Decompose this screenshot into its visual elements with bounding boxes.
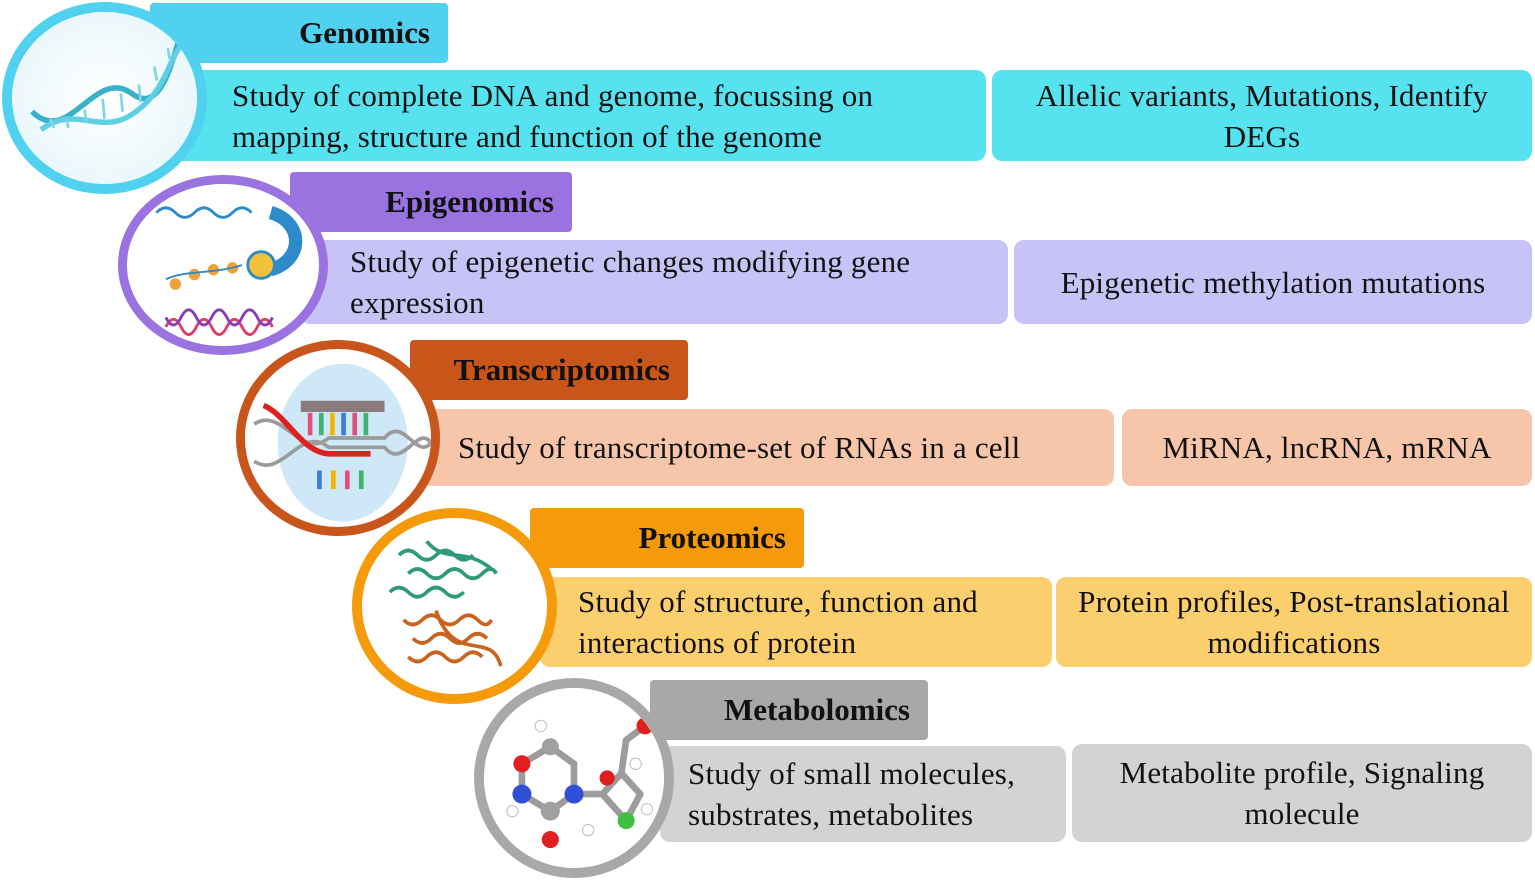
metabolomics-description: Study of small molecules, substrates, me…	[660, 746, 1066, 842]
metabolomics-title: Metabolomics	[650, 680, 928, 740]
transcriptomics-keywords: MiRNA, lncRNA, mRNA	[1122, 409, 1532, 486]
transcriptomics-description: Study of transcriptome-set of RNAs in a …	[420, 409, 1114, 486]
genomics-icon-circle	[2, 2, 207, 194]
genomics-description: Study of complete DNA and genome, focuss…	[160, 70, 986, 161]
proteomics-icon-circle	[352, 508, 557, 704]
genomics-keywords: Allelic variants, Mutations, Identify DE…	[992, 70, 1532, 161]
transcriptomics-title: Transcriptomics	[410, 340, 688, 400]
molecule-icon	[484, 688, 664, 868]
metabolomics-icon-circle	[474, 678, 674, 878]
chromatin-icon	[127, 184, 319, 346]
epigenomics-title: Epigenomics	[290, 172, 572, 232]
dna-helix-icon	[13, 12, 196, 184]
proteomics-title: Proteomics	[530, 508, 804, 568]
genomics-title: Genomics	[150, 3, 448, 63]
transcription-bubble-icon	[245, 349, 431, 527]
metabolomics-keywords: Metabolite profile, Signaling molecule	[1072, 744, 1532, 842]
epigenomics-keywords: Epigenetic methylation mutations	[1014, 240, 1532, 324]
transcriptomics-icon-circle	[236, 340, 440, 536]
epigenomics-description: Study of epigenetic changes modifying ge…	[300, 240, 1008, 324]
proteomics-keywords: Protein profiles, Post-translational mod…	[1056, 577, 1532, 667]
proteomics-description: Study of structure, function and interac…	[540, 577, 1052, 667]
epigenomics-icon-circle	[118, 175, 328, 355]
protein-structure-icon	[362, 518, 547, 694]
